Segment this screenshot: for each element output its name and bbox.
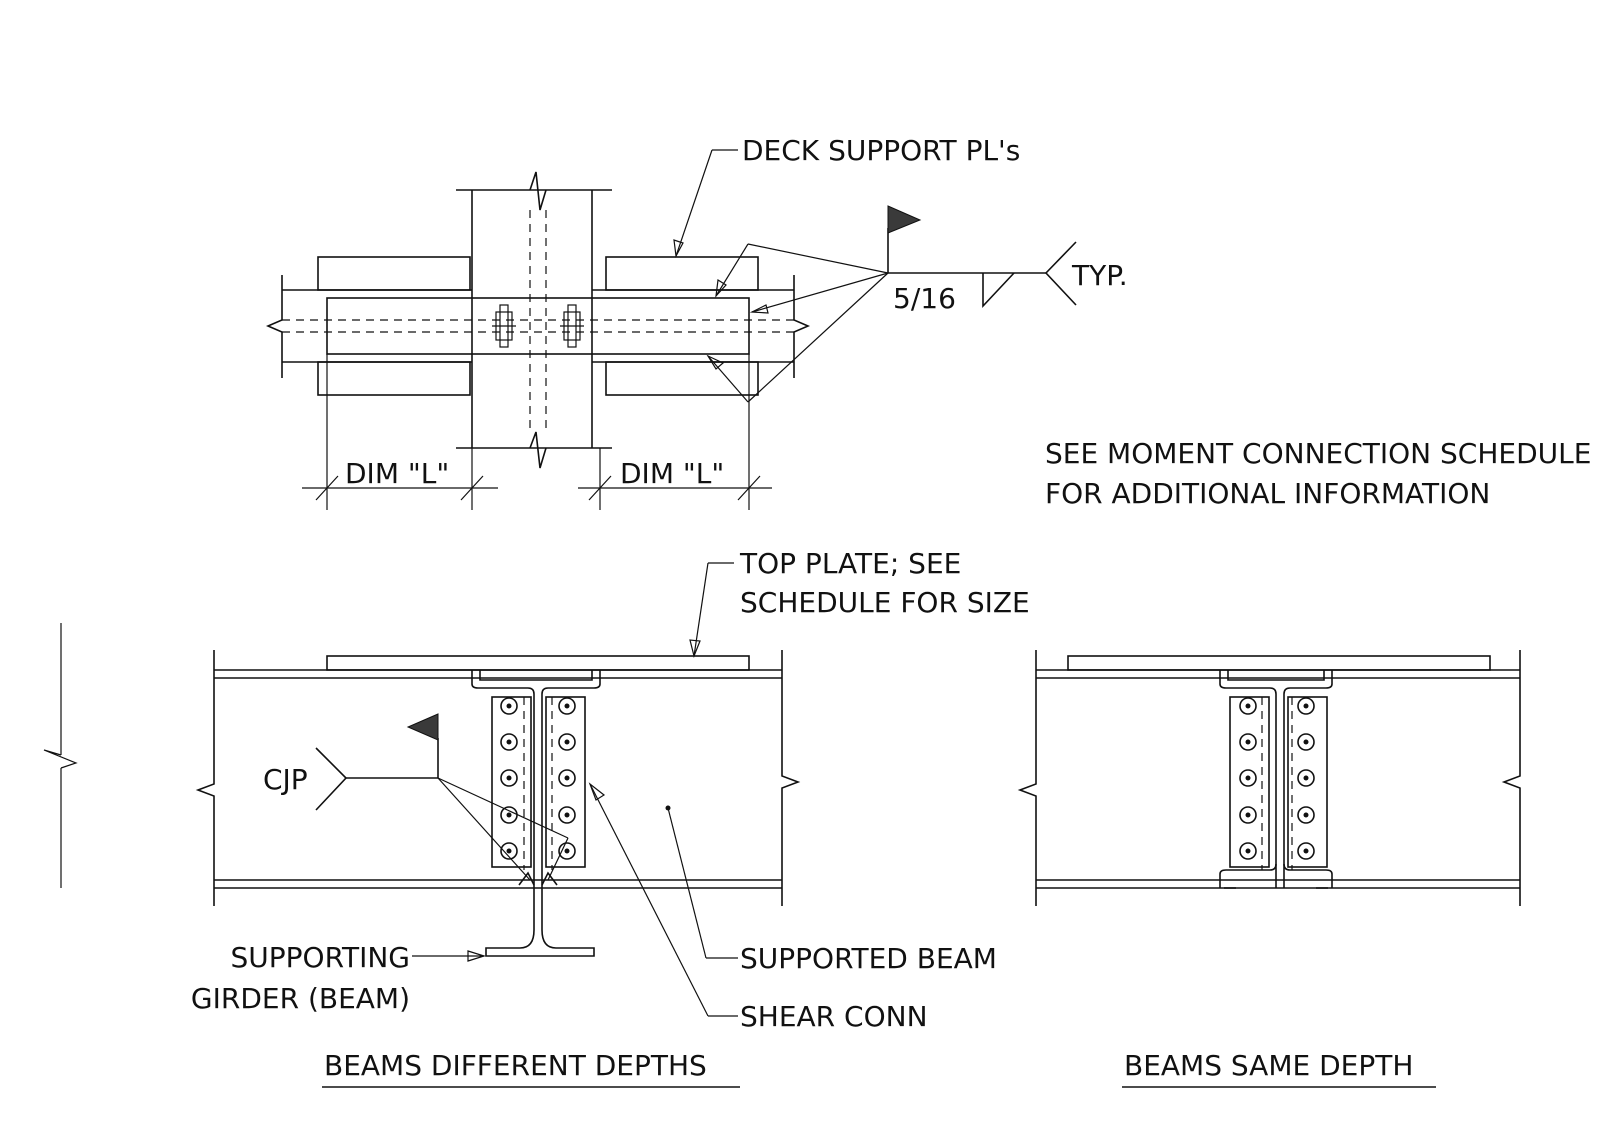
top-plate (326, 655, 750, 671)
bolts-left-column (500, 697, 518, 860)
title-different-depths: BEAMS DIFFERENT DEPTHS (324, 1049, 707, 1082)
weld-size-label: 5/16 (893, 282, 956, 315)
top-plate-label-2: SCHEDULE FOR SIZE (740, 586, 1030, 619)
bolt-icon (1239, 733, 1257, 751)
supporting-girder (471, 670, 601, 957)
title-same-depth: BEAMS SAME DEPTH (1124, 1049, 1413, 1082)
bolt-icon (1297, 697, 1315, 715)
supporting-label-1: SUPPORTING (231, 941, 411, 974)
elevation-same-depth: BEAMS SAME DEPTH (1017, 650, 1521, 1088)
bolt-icon (1297, 769, 1315, 787)
bolt-icon (558, 769, 576, 787)
shear-plate-right (545, 696, 586, 868)
bolt-icon (500, 842, 518, 860)
column-section (456, 171, 612, 469)
field-weld-flag-icon (887, 205, 922, 234)
shear-conn-label: SHEAR CONN (740, 1000, 928, 1033)
bolts-right-column (558, 697, 576, 860)
weld-symbol-plan (706, 205, 1077, 403)
bolt-icon (500, 697, 518, 715)
dim-right-label: DIM "L" (620, 457, 724, 490)
dim-left-label: DIM "L" (345, 457, 449, 490)
bolt-icon (558, 733, 576, 751)
deck-support-label: DECK SUPPORT PL's (742, 134, 1020, 167)
bolt-icon (1239, 806, 1257, 824)
moment-plate (326, 297, 750, 355)
bolts-right-column-same (1297, 697, 1315, 860)
dimension-left (302, 354, 498, 510)
plan-bolt-left (492, 304, 516, 348)
bolt-icon (1297, 806, 1315, 824)
shear-conn-leader (588, 782, 738, 1017)
elevation-different-depths: CJP TOP PLATE; SEE SCHEDULE FOR SIZE SUP… (43, 547, 1030, 1088)
shear-plate-left-same (1229, 696, 1270, 868)
deck-support-plates (317, 256, 759, 396)
supporting-label-2: GIRDER (BEAM) (191, 982, 410, 1015)
shear-plate-left (491, 696, 532, 868)
typ-label: TYP. (1071, 259, 1128, 292)
shear-plate-right-same (1287, 696, 1328, 868)
girder-web-same (1219, 670, 1333, 889)
bolt-icon (558, 842, 576, 860)
top-plate-label-1: TOP PLATE; SEE (739, 547, 961, 580)
bolts-left-column-same (1239, 697, 1257, 860)
plan-view: DIM "L" DIM "L" DECK SUPPORT PL's 5/1 (265, 134, 1128, 510)
bolt-icon (1239, 697, 1257, 715)
top-plate-same (1067, 655, 1491, 671)
bolt-icon (1239, 769, 1257, 787)
note-line-1: SEE MOMENT CONNECTION SCHEDULE (1045, 437, 1591, 470)
field-weld-flag-icon (406, 713, 439, 741)
supported-beam-leader (665, 805, 738, 959)
supported-beam-label: SUPPORTED BEAM (740, 942, 997, 975)
note-line-2: FOR ADDITIONAL INFORMATION (1045, 477, 1490, 510)
bolt-icon (1297, 842, 1315, 860)
bolt-icon (1297, 733, 1315, 751)
bolt-icon (1239, 842, 1257, 860)
bolt-icon (558, 697, 576, 715)
top-plate-leader (689, 562, 734, 658)
bolt-icon (500, 769, 518, 787)
cjp-label: CJP (263, 763, 308, 796)
deck-support-leader (673, 149, 738, 258)
cjp-weld-symbol (315, 713, 569, 881)
bolt-icon (500, 733, 518, 751)
bolt-icon (558, 806, 576, 824)
dimension-right (578, 354, 772, 510)
plan-bolt-right (560, 304, 584, 348)
